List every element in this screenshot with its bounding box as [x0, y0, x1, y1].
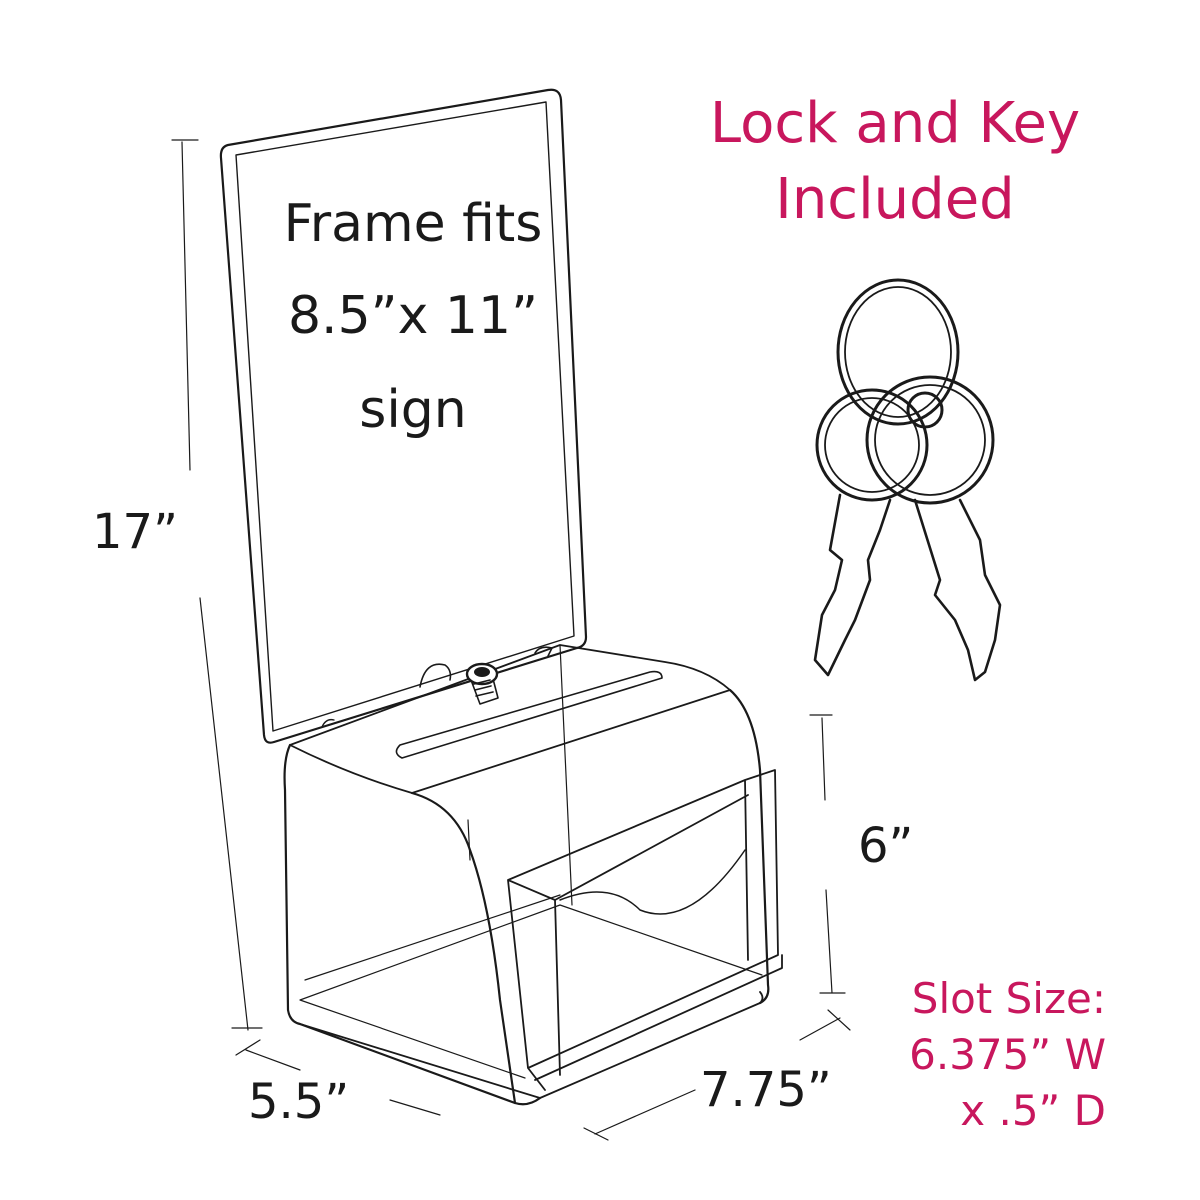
box-front-face	[410, 791, 517, 1105]
insert-slot	[395, 670, 663, 759]
hinge-left	[419, 663, 452, 688]
left-key-blade	[813, 493, 892, 677]
key-hole	[906, 391, 944, 429]
brochure-pocket	[507, 769, 783, 1091]
frame-label-line-1: Frame fits	[283, 194, 543, 254]
height-dim-line	[171, 139, 263, 1031]
slot-size-line-3: x .5” D	[960, 1086, 1106, 1135]
box-top	[289, 644, 731, 794]
width-dim-line	[583, 1009, 851, 1141]
headline-line-1: Lock and Key	[709, 91, 1081, 156]
hinge-small	[321, 718, 335, 728]
pocket-curve	[559, 849, 746, 915]
lock	[465, 662, 499, 705]
right-key-head	[865, 375, 995, 505]
slot-size-line-2: 6.375” W	[909, 1030, 1106, 1079]
frame-label-line-3: sign	[359, 380, 467, 440]
depth-dim-line	[235, 1039, 441, 1116]
box-front-left	[283, 743, 542, 1106]
right-key-blade	[913, 498, 1002, 682]
slot-size-line-1: Slot Size:	[911, 974, 1106, 1023]
box-right	[728, 688, 770, 1005]
height-dimension-label: 17”	[92, 504, 178, 560]
hinge-right	[534, 646, 553, 657]
box-height-dimension-label: 6”	[858, 818, 914, 874]
key-ring	[836, 278, 960, 426]
sign-frame-inner	[235, 101, 575, 732]
box-inner-lines	[299, 644, 763, 1079]
box-height-dim-line	[809, 714, 846, 994]
keys-drawing	[813, 278, 1002, 682]
box-bottom	[299, 991, 764, 1099]
depth-dimension-label: 5.5”	[248, 1074, 350, 1130]
width-dimension-label: 7.75”	[700, 1062, 832, 1118]
headline-line-2: Included	[775, 167, 1015, 232]
frame-label-line-2: 8.5”x 11”	[287, 286, 539, 346]
left-key-head	[815, 388, 929, 502]
